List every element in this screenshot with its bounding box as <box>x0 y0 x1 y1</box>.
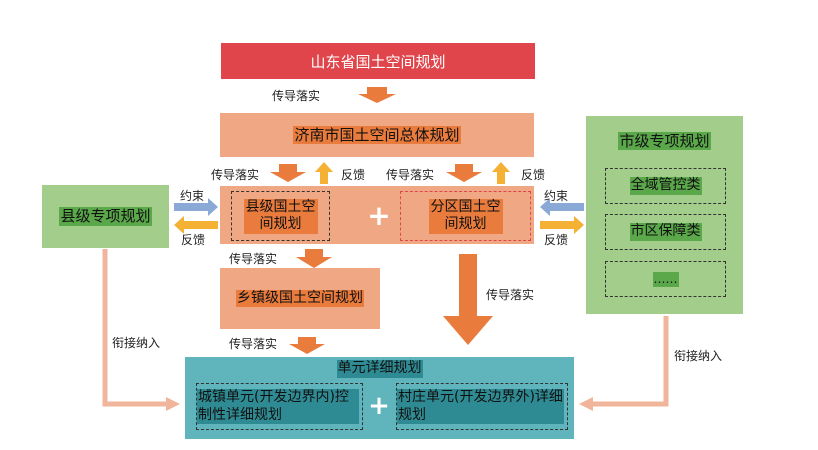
label-right-link: 衔接纳入 <box>674 349 723 363</box>
county-plan-label: 县级国土空间规划 <box>243 198 318 234</box>
district-plan-box: 分区国土空间规划 <box>400 191 531 241</box>
down-arrow-province <box>358 87 396 103</box>
town-unit-box: 城镇单元(开发边界内)控制性详细规划 <box>196 383 363 430</box>
unit-plan-title: 单元详细规划 <box>336 360 423 378</box>
label-left-constraint: 约束 <box>180 189 205 203</box>
city-special-item: …… <box>605 261 726 297</box>
city-master-plan-label: 济南市国土空间总体规划 <box>293 125 461 145</box>
province-plan-box: 山东省国土空间规划 <box>221 43 535 79</box>
right-arrow-feedback <box>540 216 584 234</box>
town-unit-label: 城镇单元(开发边界内)控制性详细规划 <box>197 389 359 424</box>
left-link-line <box>102 249 168 407</box>
left-link-arrowhead <box>166 397 180 411</box>
province-plan-label: 山东省国土空间规划 <box>310 52 446 71</box>
label-city-to-county: 传导落实 <box>211 168 260 182</box>
label-left-link: 衔接纳入 <box>112 336 161 350</box>
label-right-constraint: 约束 <box>544 189 569 203</box>
city-special-item: 市区保障类 <box>605 214 726 250</box>
down-arrow-district <box>446 164 482 182</box>
label-right-feedback: 反馈 <box>544 233 569 247</box>
down-arrow-county <box>270 164 306 182</box>
county-special-plan-box: 县级专项规划 <box>42 185 169 248</box>
right-link-arrowhead <box>579 397 593 411</box>
label-district-to-unit: 传导落实 <box>486 288 535 302</box>
label-county-feedback: 反馈 <box>341 168 366 182</box>
county-special-plan-label: 县级专项规划 <box>59 207 152 226</box>
village-unit-box: 村庄单元(开发边界外)详细规划 <box>396 383 568 430</box>
label-city-to-district: 传导落实 <box>386 168 435 182</box>
down-arrow-township <box>296 249 332 268</box>
right-link-line <box>591 316 669 407</box>
up-arrow-feedback-left <box>315 162 333 184</box>
village-unit-label: 村庄单元(开发边界外)详细规划 <box>397 389 564 424</box>
right-arrow-constraint <box>174 198 218 216</box>
township-plan-box: 乡镇级国土空间规划 <box>220 268 380 329</box>
plus-icon: + <box>368 391 390 421</box>
city-special-item: 全域管控类 <box>605 168 726 204</box>
district-plan-label: 分区国土空间规划 <box>428 198 503 234</box>
township-plan-label: 乡镇级国土空间规划 <box>236 289 364 308</box>
down-arrow-unit <box>289 337 325 354</box>
city-master-plan-box: 济南市国土空间总体规划 <box>220 113 534 157</box>
big-down-arrow <box>443 254 493 345</box>
label-township-to-unit: 传导落实 <box>229 337 278 351</box>
left-arrow-constraint <box>540 198 584 216</box>
label-left-feedback: 反馈 <box>181 233 206 247</box>
city-special-plan-title: 市级专项规划 <box>618 131 711 151</box>
up-arrow-feedback-right <box>492 162 510 184</box>
plus-icon: + <box>367 198 391 232</box>
label-to-township: 传导落实 <box>229 252 278 266</box>
label-province-to-city: 传导落实 <box>272 89 321 103</box>
county-plan-box: 县级国土空间规划 <box>231 191 330 241</box>
label-district-feedback: 反馈 <box>521 168 546 182</box>
left-arrow-feedback <box>174 216 218 234</box>
